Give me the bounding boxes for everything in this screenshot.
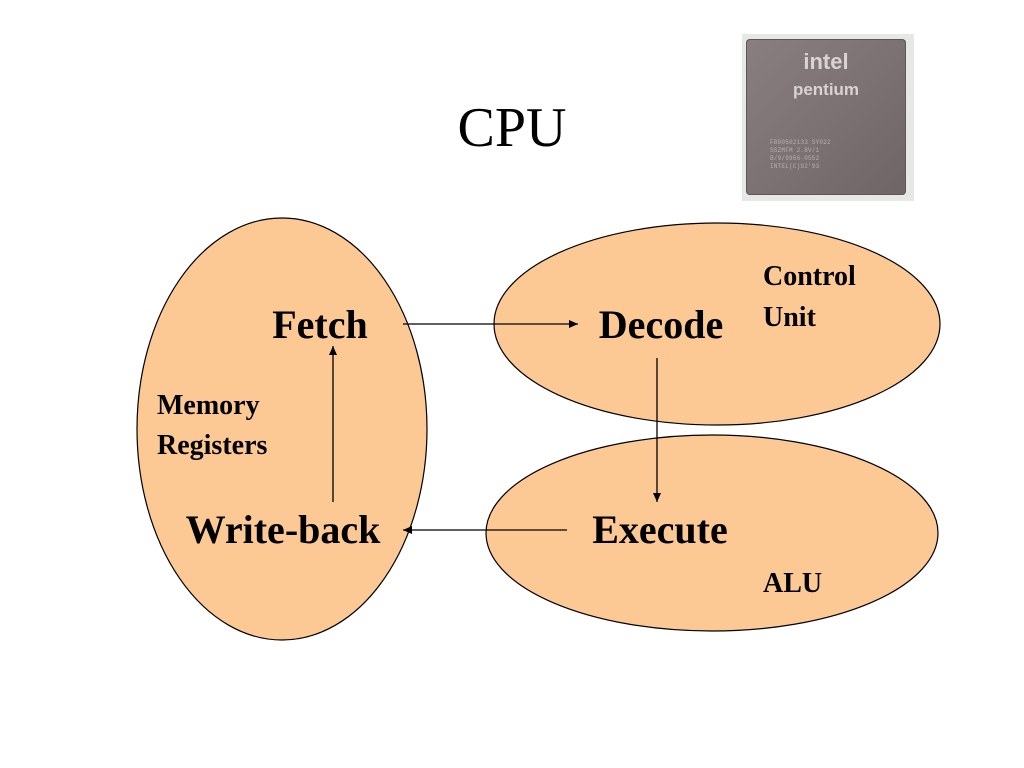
alu-region: [485, 434, 939, 632]
region-label-memory: Memory: [157, 390, 260, 421]
node-execute: Execute: [592, 507, 728, 552]
node-writeback: Write-back: [186, 507, 382, 552]
slide-title: CPU: [457, 97, 567, 159]
chip-marking-line: SSZMFM 2.8V/1: [770, 147, 820, 154]
chip-brand-pentium: pentium: [792, 80, 860, 99]
chip-markings: FB80502133 SY022 SSZMFM 2.8V/1 B/9/9956-…: [770, 139, 888, 171]
chip-marking-line: B/9/9956-0552: [770, 155, 820, 162]
memory-registers-region: [136, 217, 428, 641]
chip-marking-line: FB80502133 SY022: [770, 139, 831, 146]
node-decode: Decode: [599, 302, 723, 347]
pentium-chip-photo: intel pentium FB80502133 SY022 SSZMFM 2.…: [742, 34, 914, 201]
region-label-alu: ALU: [763, 568, 822, 599]
region-label-registers: Registers: [157, 430, 268, 461]
region-label-unit: Unit: [763, 302, 817, 333]
region-label-control: Control: [763, 261, 856, 292]
chip-marking-line: INTEL(C)92'93: [770, 163, 820, 170]
chip-brand-intel: intel: [803, 49, 849, 74]
node-fetch: Fetch: [272, 302, 368, 347]
chip-body: intel pentium FB80502133 SY022 SSZMFM 2.…: [746, 39, 906, 195]
